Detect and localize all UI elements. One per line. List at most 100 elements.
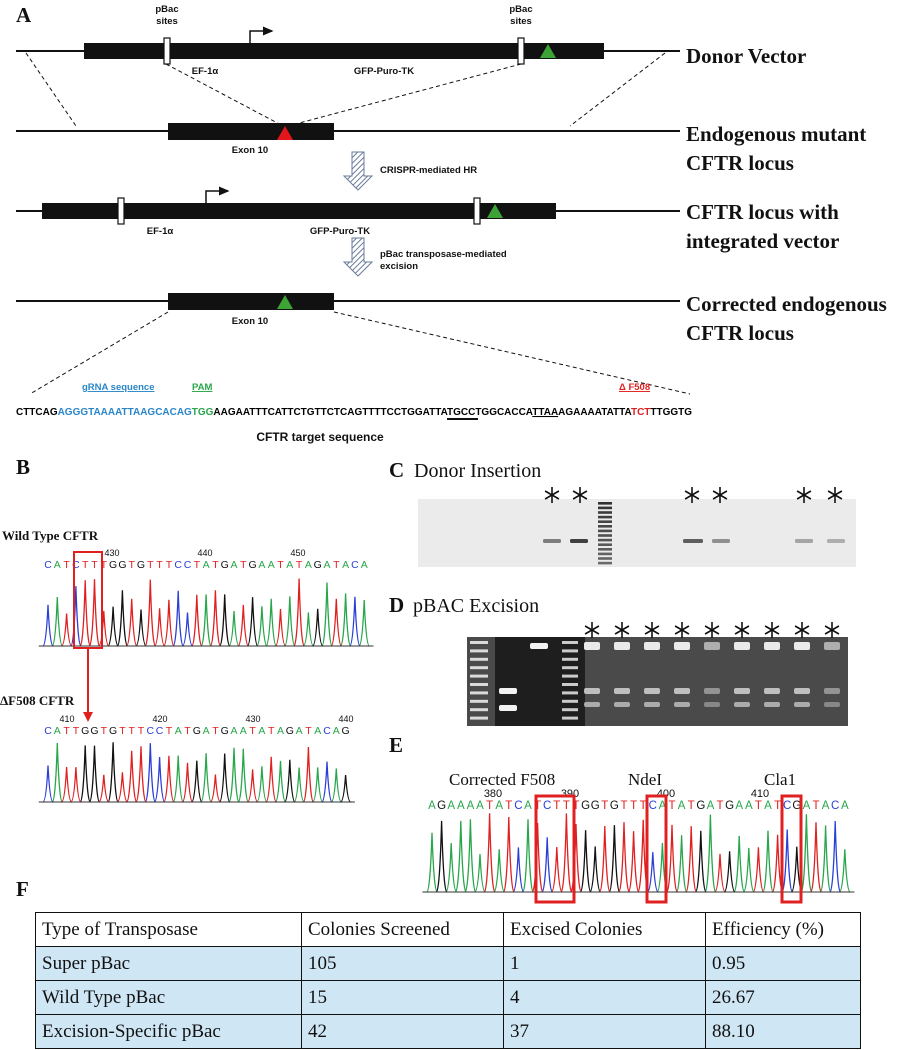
gel-band [584, 702, 600, 707]
label-corrected-f508: Corrected F508 [449, 770, 555, 789]
ladder-band [562, 708, 578, 712]
ladder-band [598, 511, 612, 514]
base-letter: T [184, 725, 191, 737]
base-letter: T [147, 559, 154, 571]
positive-clone-mark [796, 490, 812, 500]
base-letter: T [630, 800, 637, 812]
gel-band [764, 702, 780, 707]
base-letter: C [147, 725, 155, 737]
base-letter: A [230, 559, 237, 571]
cell-efficiency: 0.95 [705, 946, 861, 981]
base-letter: G [581, 800, 590, 812]
base-letter: A [203, 725, 210, 737]
base-letter: T [212, 725, 219, 737]
gel-band [704, 702, 720, 707]
label-cla1: Cla1 [764, 770, 796, 789]
base-letter: G [90, 725, 98, 737]
ladder-band [598, 525, 612, 528]
ladder-band [598, 529, 612, 533]
donor-insertion-title: Donor Insertion [414, 460, 541, 482]
base-letter: T [333, 559, 340, 571]
cell-screened: 15 [301, 980, 504, 1015]
deltaf508-label: Δ F508 [619, 382, 650, 393]
cell-excised: 1 [503, 946, 706, 981]
gel-band [674, 702, 690, 707]
base-letter: A [447, 800, 455, 812]
gel-band [795, 539, 813, 543]
mutant-chromatogram [38, 742, 355, 803]
base-letter: A [841, 800, 849, 812]
base-letter: A [54, 559, 61, 571]
gel-band [794, 702, 810, 707]
pam-label: PAM [192, 382, 212, 393]
header-excised-colonies: Excised Colonies [503, 912, 706, 947]
base-letter: A [258, 725, 265, 737]
base-letter: A [476, 800, 484, 812]
base-letter: A [745, 800, 753, 812]
positive-clone-mark [572, 490, 588, 500]
base-letter: A [305, 559, 312, 571]
base-letter: A [822, 800, 830, 812]
ladder-band [562, 716, 578, 720]
base-letter: T [668, 800, 675, 812]
base-letter: G [109, 725, 117, 737]
pbac-excision-gel [467, 622, 848, 726]
panel-label-d: D [389, 593, 404, 617]
base-letter: C [831, 800, 839, 812]
gel-band [827, 539, 845, 543]
seq-part-grna: AGGGTAAAATTAAGCACAG [58, 406, 192, 418]
exon-label-corrected: Exon 10 [232, 316, 268, 327]
base-letter: A [803, 800, 811, 812]
gel-band [499, 688, 517, 694]
base-letter: C [543, 800, 551, 812]
base-letter: T [212, 559, 219, 571]
cell-type: Wild Type pBac [35, 980, 302, 1015]
base-letter: T [63, 725, 70, 737]
ladder-band [470, 666, 488, 670]
base-letter: C [649, 800, 657, 812]
ladder-band [598, 548, 612, 551]
base-letter: A [707, 800, 715, 812]
endogenous-locus-diagram [16, 123, 680, 140]
step-label-hr: CRISPR-mediated HR [380, 165, 477, 176]
row-label-endogenous-2: CFTR locus [686, 151, 794, 175]
positive-clone-mark [827, 490, 843, 500]
ladder-band [470, 649, 488, 653]
table-row: Wild Type pBac 15 4 26.67 [35, 980, 861, 1015]
table-header-row: Type of Transposase Colonies Screened Ex… [35, 912, 861, 947]
ladder-band [562, 674, 578, 678]
base-letter: A [286, 559, 293, 571]
position-tick: 420 [152, 714, 167, 724]
positive-clone-mark [824, 625, 840, 635]
base-letter: G [137, 559, 145, 571]
panel-label-b: B [16, 455, 30, 479]
ladder-band [562, 683, 578, 686]
positive-clone-mark [712, 490, 728, 500]
positive-clone-mark [644, 625, 660, 635]
promoter-label-integrated: EF-1α [147, 226, 174, 237]
base-letter: T [166, 559, 173, 571]
row-label-corrected-2: CFTR locus [686, 321, 794, 345]
position-tick: 430 [104, 548, 119, 558]
promoter-label-donor: EF-1α [192, 66, 219, 77]
base-letter: G [437, 800, 446, 812]
base-letter: G [342, 725, 350, 737]
cell-excised: 37 [503, 1014, 706, 1049]
header-efficiency: Efficiency (%) [705, 912, 861, 947]
base-letter: G [286, 725, 294, 737]
base-letter: T [486, 800, 493, 812]
trace-C [42, 586, 361, 647]
integrated-locus-diagram [16, 186, 680, 225]
base-letter: C [44, 559, 52, 571]
gel-band [614, 642, 630, 650]
positive-clone-mark [614, 625, 630, 635]
base-letter: T [277, 559, 284, 571]
base-letter: C [184, 559, 192, 571]
transposase-efficiency-table: Type of Transposase Colonies Screened Ex… [35, 912, 861, 1049]
positive-clone-mark [734, 625, 750, 635]
gel-band [794, 642, 810, 650]
mutant-cftr-label: ΔF508 CFTR [0, 693, 75, 708]
ladder-band [470, 708, 488, 712]
step-arrow-hr [342, 151, 374, 191]
deletion-arrowhead [83, 712, 93, 722]
